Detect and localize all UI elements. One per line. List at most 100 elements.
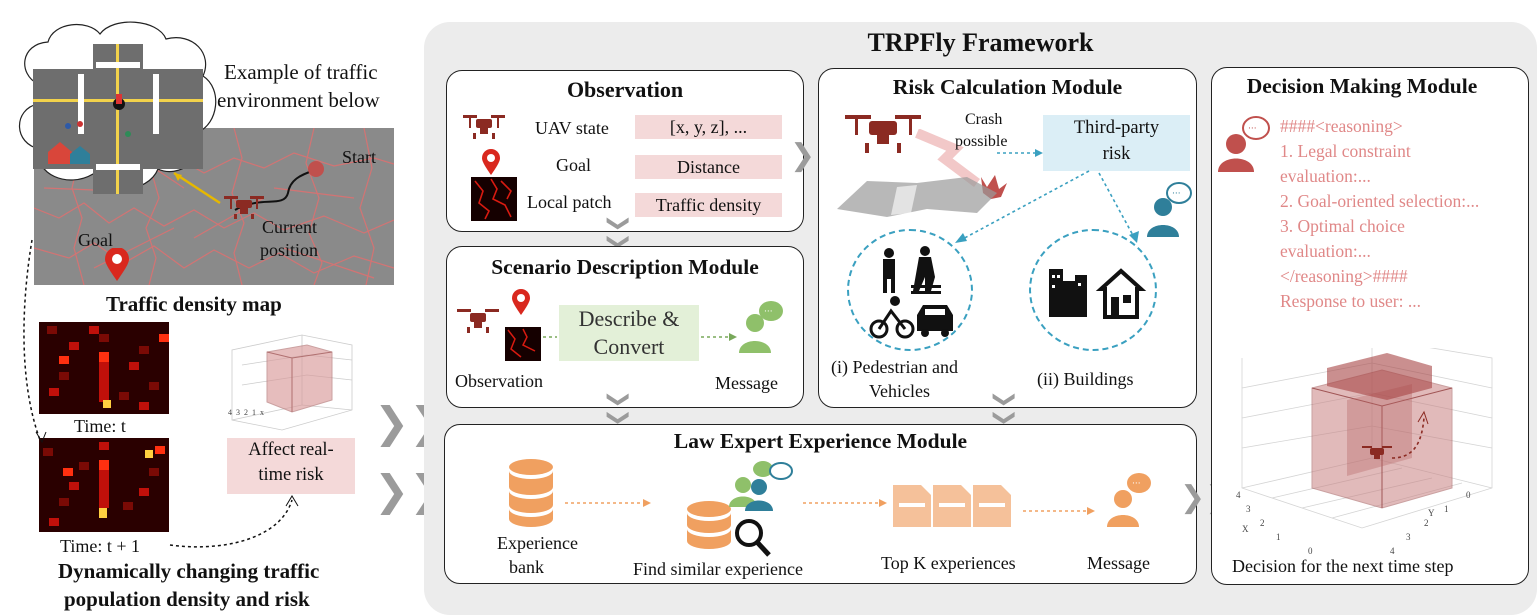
axis-tick-x: 0 — [1308, 546, 1313, 556]
risk-cube-3d — [231, 334, 353, 431]
dashed-arrow — [1023, 507, 1095, 515]
axis-label-y: Y — [1428, 508, 1435, 518]
cube-tick: 1 — [252, 408, 256, 417]
traffic-environment-map — [34, 128, 394, 285]
goal-pin-icon — [512, 289, 530, 315]
reasoning-line-2: evaluation:... — [1280, 166, 1371, 186]
bottom-title-2: population density and risk — [64, 587, 310, 611]
axis-tick-x: 1 — [1276, 532, 1281, 542]
obs-value-patch: Traffic density — [635, 193, 782, 217]
decision-caption: Decision for the next time step — [1232, 556, 1454, 576]
axis-tick-y: 1 — [1444, 504, 1449, 514]
affect-risk-line-2: time risk — [258, 465, 324, 485]
goal-pin-icon — [482, 149, 500, 175]
time-t1-label: Time: t + 1 — [60, 536, 141, 556]
local-patch-icon — [471, 177, 517, 221]
dashed-arrow — [803, 499, 887, 507]
obs-value-uav: [x, y, z], ... — [635, 115, 782, 139]
chevron-down-icon: ❯❯ — [991, 390, 1017, 427]
heatmap-time-t — [39, 322, 169, 414]
third-party-line-2: risk — [1102, 144, 1131, 164]
dashed-arrow — [565, 499, 651, 507]
svg-text:···: ··· — [764, 307, 773, 317]
drone-icon — [457, 309, 499, 333]
reasoning-line-6: </reasoning>#### — [1280, 266, 1408, 286]
scenario-message-label: Message — [715, 373, 778, 393]
pedestrian-circle — [847, 229, 973, 351]
bank-label-2: bank — [509, 557, 544, 577]
drone-icon — [845, 115, 921, 153]
scenario-observation-label: Observation — [455, 371, 543, 391]
svg-text:···: ··· — [1132, 479, 1141, 489]
pedestrian-label-2: Vehicles — [869, 381, 930, 401]
cube-ticks: 4 3 2 1 x — [228, 408, 264, 417]
database-icon — [509, 459, 553, 527]
drone-icon — [224, 196, 264, 219]
affect-risk-line-1: Affect real- — [248, 440, 334, 460]
orange-person-icon: ··· — [1107, 473, 1151, 527]
teal-person-icon: ··· — [1147, 182, 1192, 237]
risk-title: Risk Calculation Module — [892, 75, 1123, 99]
find-similar-label: Find similar experience — [633, 559, 803, 579]
dashed-arrow — [543, 333, 737, 341]
bottom-title-1: Dynamically changing traffic — [58, 559, 320, 583]
current-position-label-1: Current — [262, 217, 317, 237]
describe-convert-box: Describe & Convert — [559, 305, 699, 361]
decision-box: Decision Making Module ··· ####<reasonin… — [1211, 67, 1529, 585]
cube-tick: 4 — [228, 408, 232, 417]
axis-ticks-x: 4 3 2 1 0 — [1236, 488, 1313, 558]
obs-label-uav: UAV state — [535, 118, 609, 138]
goal-pin-icon — [105, 248, 129, 281]
reasoning-line-4: 3. Optimal choice — [1280, 216, 1405, 236]
axis-tick-x: 3 — [1246, 504, 1251, 514]
reasoning-line-7: Response to user: ... — [1280, 291, 1421, 311]
time-t-label: Time: t — [74, 416, 126, 436]
obs-value-goal: Distance — [635, 155, 782, 179]
reasoning-line-1: 1. Legal constraint — [1280, 141, 1411, 161]
heatmap-time-t1 — [39, 438, 169, 532]
example-label-1: Example of traffic — [224, 60, 378, 84]
ground-shadow — [837, 177, 997, 217]
obs-label-goal: Goal — [556, 155, 591, 175]
observation-title: Observation — [566, 77, 684, 102]
top-k-label: Top K experiences — [881, 553, 1016, 573]
axis-tick-y: 4 — [1390, 546, 1395, 556]
svg-text:···: ··· — [1248, 124, 1257, 134]
bank-label-1: Experience — [497, 533, 578, 553]
affect-risk-box: Affect real- time risk — [227, 438, 355, 494]
third-party-risk-box: Third-party risk — [1043, 115, 1190, 171]
svg-text:···: ··· — [1172, 189, 1181, 199]
law-expert-title: Law Expert Experience Module — [673, 429, 968, 453]
obs-label-patch: Local patch — [527, 192, 612, 212]
dashed-arrow — [997, 149, 1043, 157]
framework-title: TRPFly Framework — [867, 28, 1094, 57]
third-party-line-1: Third-party — [1073, 118, 1160, 138]
message-person-icon: ··· — [739, 301, 783, 353]
documents-icon — [893, 485, 1011, 527]
decision-cube-3d — [1241, 348, 1493, 529]
reasoning-line-3: 2. Goal-oriented selection:... — [1280, 191, 1480, 211]
cube-tick: 2 — [244, 408, 248, 417]
axis-ticks-y: 0 1 2 3 4 — [1390, 488, 1471, 558]
left-column: Example of traffic environment below Sta… — [0, 0, 444, 615]
reasoning-line-0: ####<reasoning> — [1280, 116, 1403, 136]
current-position-label-2: position — [260, 240, 319, 260]
crash-label-1: Crash — [965, 111, 1003, 128]
traffic-cloud-illustration — [18, 21, 217, 194]
scenario-title: Scenario Description Module — [491, 255, 759, 279]
reasoning-line-5: evaluation:... — [1280, 241, 1371, 261]
start-label: Start — [342, 147, 376, 167]
crash-label-2: possible — [955, 133, 1008, 150]
cube-tick: 3 — [236, 408, 240, 417]
buildings-circle — [1029, 229, 1157, 351]
decision-title: Decision Making Module — [1246, 74, 1478, 98]
scenario-box: Scenario Description Module Observation … — [446, 246, 804, 408]
describe-line-1: Describe & — [578, 306, 680, 331]
goal-label: Goal — [78, 230, 113, 250]
axis-label-x: X — [1242, 524, 1249, 534]
local-patch-icon — [505, 327, 541, 361]
density-map-title: Traffic density map — [106, 292, 282, 316]
chevron-down-icon: ❯❯ — [605, 390, 631, 427]
axis-tick-x: 2 — [1260, 518, 1265, 528]
law-expert-box: Law Expert Experience Module Experience … — [444, 424, 1197, 584]
